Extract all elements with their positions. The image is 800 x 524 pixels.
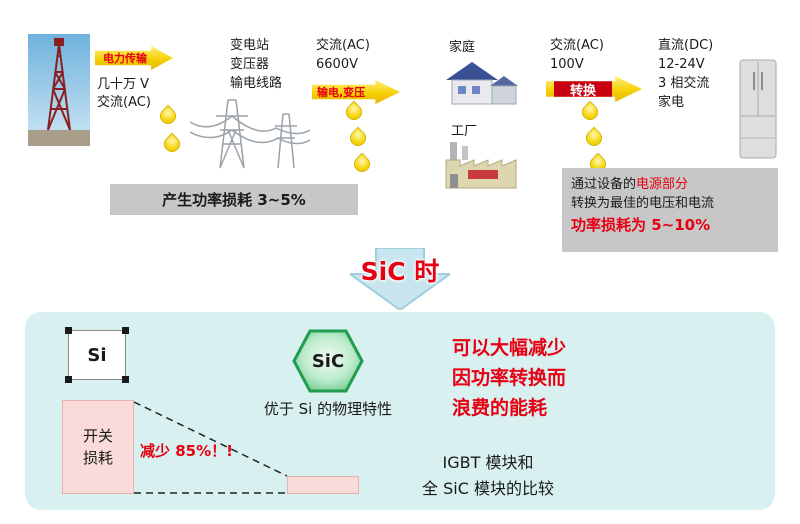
sic-caption: 优于 Si 的物理特性	[263, 400, 393, 418]
grid-voltage-line1: 交流(AC)	[316, 38, 370, 53]
power-transmission-label: 电力传输	[103, 52, 147, 65]
refrigerator-icon	[739, 59, 777, 159]
substation-text: 变电站 变压器 输电线路	[230, 36, 282, 93]
si-symbol: Si	[65, 327, 129, 383]
device-note-line2: 转换为最佳的电压和电流	[571, 196, 715, 211]
benefit-line3: 浪费的能耗	[452, 397, 548, 419]
switching-loss-bar: 开关 损耗	[62, 400, 134, 494]
corner-dot-icon	[65, 327, 72, 334]
down-arrow-icon	[350, 248, 450, 310]
power-transmission-arrow: 电力传输	[95, 46, 173, 70]
device-note-line1: 通过设备的电源部分	[571, 175, 769, 194]
transmission-loss-note: 产生功率损耗 3~5%	[110, 184, 358, 215]
device-note-line3: 功率损耗为 5~10%	[571, 216, 711, 234]
appliance-line3: 3 相交流	[658, 76, 710, 91]
conversion-label-box: 转换	[554, 79, 612, 99]
refrigerator-image	[737, 58, 779, 160]
transmission-towers-image	[189, 86, 311, 170]
appliance-line4: 家电	[658, 95, 685, 110]
hexagon-icon	[292, 329, 364, 393]
module-compare-line2: 全 SiC 模块的比较	[422, 479, 554, 498]
transmission-towers-icon	[189, 99, 311, 169]
loss-droplet-icon	[342, 100, 366, 124]
loss-droplet-icon	[346, 126, 370, 150]
outlet-voltage-line2: 100V	[550, 57, 584, 72]
source-voltage-line1: 几十万 V	[97, 77, 150, 92]
substation-line3: 输电线路	[230, 76, 283, 91]
factory-icon	[445, 142, 517, 189]
corner-dot-icon	[122, 327, 129, 334]
source-voltage-line2: 交流(AC)	[97, 95, 151, 110]
corner-dot-icon	[65, 376, 72, 383]
grid-transmission-label: 输电,变压	[317, 86, 366, 99]
conversion-arrow: 转换	[546, 76, 642, 102]
appliance-line2: 12-24V	[658, 57, 705, 72]
module-compare-line1: IGBT 模块和	[442, 453, 534, 472]
loss-droplet-icon	[156, 104, 180, 128]
sic-transition: SiC 时	[336, 246, 464, 312]
loss-droplet-icon	[160, 132, 184, 156]
loss-droplet-icon	[578, 100, 602, 124]
power-plant-icon	[28, 34, 90, 146]
device-note-line1-highlight: 电源部分	[636, 177, 689, 192]
source-voltage-text: 几十万 V 交流(AC)	[97, 76, 151, 112]
sic-label: SiC	[311, 350, 345, 372]
sic-symbol: SiC	[292, 328, 364, 394]
outlet-voltage-text: 交流(AC) 100V	[550, 36, 604, 74]
reduction-label: 减少 85%！!	[140, 442, 233, 460]
factory-label: 工厂	[451, 124, 478, 139]
device-note-line1-prefix: 通过设备的	[571, 177, 637, 192]
device-loss-note: 通过设备的电源部分 转换为最佳的电压和电流 功率损耗为 5~10%	[562, 168, 778, 252]
appliance-voltage-text: 直流(DC) 12-24V 3 相交流 家电	[658, 36, 713, 112]
benefit-line2: 因功率转换而	[452, 367, 567, 389]
switching-loss-line1: 开关	[82, 427, 113, 445]
factory-image	[440, 138, 522, 192]
substation-line2: 变压器	[230, 57, 270, 72]
benefit-text: 可以大幅减少 因功率转换而 浪费的能耗	[452, 333, 566, 423]
sic-transition-label: SiC 时	[360, 257, 440, 286]
outlet-voltage-line1: 交流(AC)	[550, 38, 604, 53]
loss-droplet-icon	[582, 126, 606, 150]
module-compare-caption: IGBT 模块和 全 SiC 模块的比较	[368, 450, 608, 502]
sic-loss-bar	[287, 476, 359, 494]
loss-droplet-icon	[350, 152, 374, 176]
house-image	[440, 58, 522, 108]
house-icon	[446, 62, 518, 105]
grid-voltage-line2: 6600V	[316, 57, 358, 72]
switching-loss-line2: 损耗	[82, 449, 113, 467]
home-label: 家庭	[449, 40, 476, 55]
si-label: Si	[87, 344, 107, 366]
appliance-line1: 直流(DC)	[658, 38, 714, 53]
substation-line1: 变电站	[230, 38, 270, 53]
grid-voltage-text: 交流(AC) 6600V	[316, 36, 370, 74]
power-plant-image	[28, 34, 90, 146]
benefit-line1: 可以大幅减少	[452, 337, 567, 359]
corner-dot-icon	[122, 376, 129, 383]
grid-transmission-arrow: 输电,变压	[312, 80, 400, 104]
